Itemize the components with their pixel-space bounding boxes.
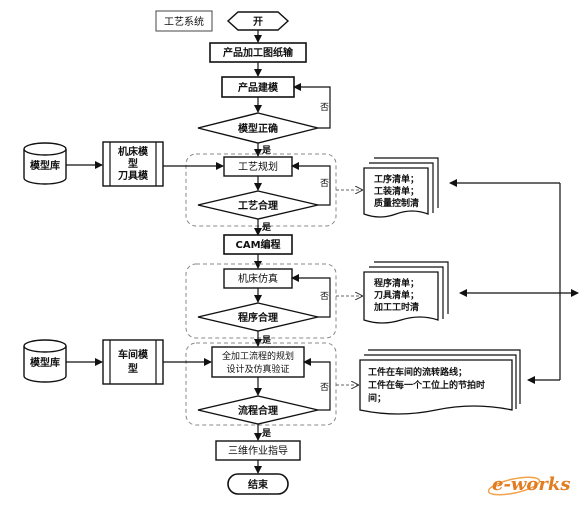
- decision-process-reasonable: 工艺合理: [197, 190, 319, 220]
- output-documents-1: 工序清单； 工装清单； 质量控制清: [363, 157, 439, 218]
- decision-process-label: 工艺合理: [238, 199, 278, 212]
- docs-1-line1: 工序清单；: [374, 173, 419, 185]
- decision-model-correct: 模型正确: [197, 112, 319, 144]
- machine-tool-model-line2: 型: [128, 157, 138, 170]
- no-label-4: 否: [320, 382, 329, 393]
- machine-tool-model-line1: 机床模: [118, 145, 149, 158]
- yes-label-1: 是: [261, 145, 272, 156]
- step-3d-work-guide: 三维作业指导: [215, 440, 301, 461]
- step-flow-design-line1: 全加工流程的规划: [222, 350, 294, 362]
- end-node: 结束: [227, 473, 289, 495]
- no-label-2: 否: [320, 178, 329, 189]
- start-label: 开: [253, 16, 263, 28]
- step-process-planning: 工艺规划: [223, 156, 293, 177]
- step-modeling-label: 产品建模: [238, 81, 279, 94]
- docs-1-line3: 质量控制清: [374, 197, 419, 209]
- step-cam-programming: CAM编程: [223, 234, 293, 255]
- model-library-1: 模型库: [23, 142, 67, 185]
- eworks-logo-text: e-works: [492, 474, 571, 495]
- yes-label-4: 是: [261, 428, 272, 439]
- output-documents-2: 程序清单； 刀具清单； 加工工时清: [363, 261, 449, 324]
- workshop-model-line1: 车间模: [118, 348, 149, 361]
- docs-2-line1: 程序清单；: [374, 277, 419, 289]
- decision-flow-reasonable: 流程合理: [197, 395, 319, 425]
- decision-program-reasonable: 程序合理: [197, 302, 319, 332]
- machine-tool-model-line3: 刀具模: [118, 169, 149, 182]
- workshop-model-line2: 型: [128, 362, 138, 375]
- decision-model-label: 模型正确: [238, 122, 278, 135]
- docs-1-line2: 工装清单；: [374, 185, 419, 197]
- step-product-modeling: 产品建模: [221, 76, 295, 98]
- step-cam-label: CAM编程: [235, 238, 280, 251]
- docs-3-line2: 工件在每一个工位上的节拍时: [368, 379, 485, 391]
- docs-3-line1: 工件在车间的流转路线；: [368, 366, 467, 378]
- step-drawing-input: 产品加工图纸输: [209, 42, 307, 63]
- start-node: 开: [226, 11, 290, 31]
- docs-3-line3: 间；: [368, 392, 386, 404]
- model-library-1-label: 模型库: [30, 159, 60, 172]
- model-library-2: 模型库: [23, 339, 67, 383]
- machine-tool-model: 机床模 型 刀具模: [102, 141, 164, 187]
- no-label-3: 否: [320, 291, 329, 302]
- model-library-2-label: 模型库: [30, 356, 60, 369]
- step-drawing-label: 产品加工图纸输: [223, 46, 294, 59]
- decision-program-label: 程序合理: [238, 311, 278, 324]
- no-label-1: 否: [320, 102, 329, 113]
- step-machine-sim-label: 机床仿真: [238, 272, 278, 285]
- docs-2-line2: 刀具清单；: [374, 289, 419, 301]
- group-machine-simulation: [185, 263, 337, 339]
- yes-label-3: 是: [261, 335, 272, 346]
- step-flow-design: 全加工流程的规划 设计及仿真验证: [211, 346, 305, 378]
- step-3d-guide-label: 三维作业指导: [228, 444, 288, 457]
- end-label: 结束: [248, 478, 269, 491]
- step-process-planning-label: 工艺规划: [238, 160, 278, 173]
- system-label: 工艺系统: [164, 15, 204, 28]
- yes-label-2: 是: [261, 222, 272, 233]
- workshop-model: 车间模 型: [102, 339, 164, 385]
- system-label-box: 工艺系统: [155, 10, 213, 32]
- eworks-logo: e-works: [487, 474, 571, 496]
- output-collector: [449, 179, 579, 384]
- group-flow-design: [185, 342, 337, 426]
- step-machine-simulation: 机床仿真: [223, 268, 293, 289]
- decision-flow-label: 流程合理: [238, 404, 278, 417]
- output-documents-3: 工件在车间的流转路线； 工件在每一个工位上的节拍时 间；: [359, 349, 521, 415]
- docs-2-line3: 加工工时清: [373, 301, 419, 313]
- step-flow-design-line2: 设计及仿真验证: [226, 363, 289, 375]
